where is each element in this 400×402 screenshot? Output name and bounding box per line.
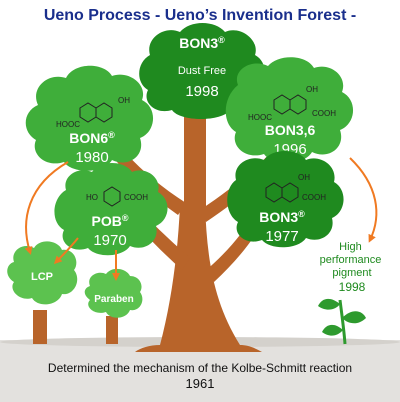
bon3-dust-free-name: BON3® (179, 35, 225, 51)
bon6-structure (79, 102, 113, 123)
diagram-title: Ueno Process - Ueno’s Invention Forest - (44, 7, 356, 24)
arrow-bon36-to-pigment (349, 157, 378, 243)
bon36-group-left: HOOC (248, 113, 272, 122)
bon6-group-left: HOOC (56, 120, 80, 129)
canopy-pob (54, 163, 168, 256)
lcp-label: LCP (31, 271, 53, 283)
pob-group-right: COOH (124, 193, 148, 202)
bon3-group-top: OH (298, 173, 310, 182)
paraben-trunk (106, 316, 118, 344)
pob-year: 1970 (93, 232, 126, 249)
canopy-paraben (84, 268, 143, 318)
canopy-bon6 (25, 65, 154, 171)
bon36-name: BON3,6 (265, 122, 316, 138)
pob-name: POB® (92, 213, 129, 229)
bon3-name: BON3® (259, 209, 305, 225)
pob-group-left: HO (86, 193, 98, 202)
bon36-structure (273, 94, 307, 115)
root-note-text: Determined the mechanism of the Kolbe-Sc… (48, 361, 352, 375)
bon3-structure (265, 182, 299, 203)
bon6-year: 1980 (75, 149, 108, 166)
canopy-bon36 (225, 57, 354, 163)
pigment-label: High performance pigment (320, 241, 385, 279)
pob-structure (103, 186, 121, 207)
root-note-year: 1961 (186, 376, 215, 391)
bon36-group-top: OH (306, 85, 318, 94)
pigment-year: 1998 (339, 280, 366, 294)
paraben-label: Paraben (94, 294, 133, 305)
arrow-pob-to-lcp (53, 237, 79, 265)
lcp-trunk (33, 310, 47, 344)
bon6-group-right: OH (118, 96, 130, 105)
bon3-dust-free-year: 1998 (185, 83, 218, 100)
bon3-group-right: COOH (302, 193, 326, 202)
arrow-bon6-to-lcp (24, 161, 69, 255)
pigment-sprout (318, 298, 366, 345)
bon3-dust-free-sub: Dust Free (178, 65, 226, 77)
bon3-year: 1977 (265, 228, 298, 245)
bon36-group-right: COOH (312, 109, 336, 118)
bon6-name: BON6® (69, 130, 115, 146)
